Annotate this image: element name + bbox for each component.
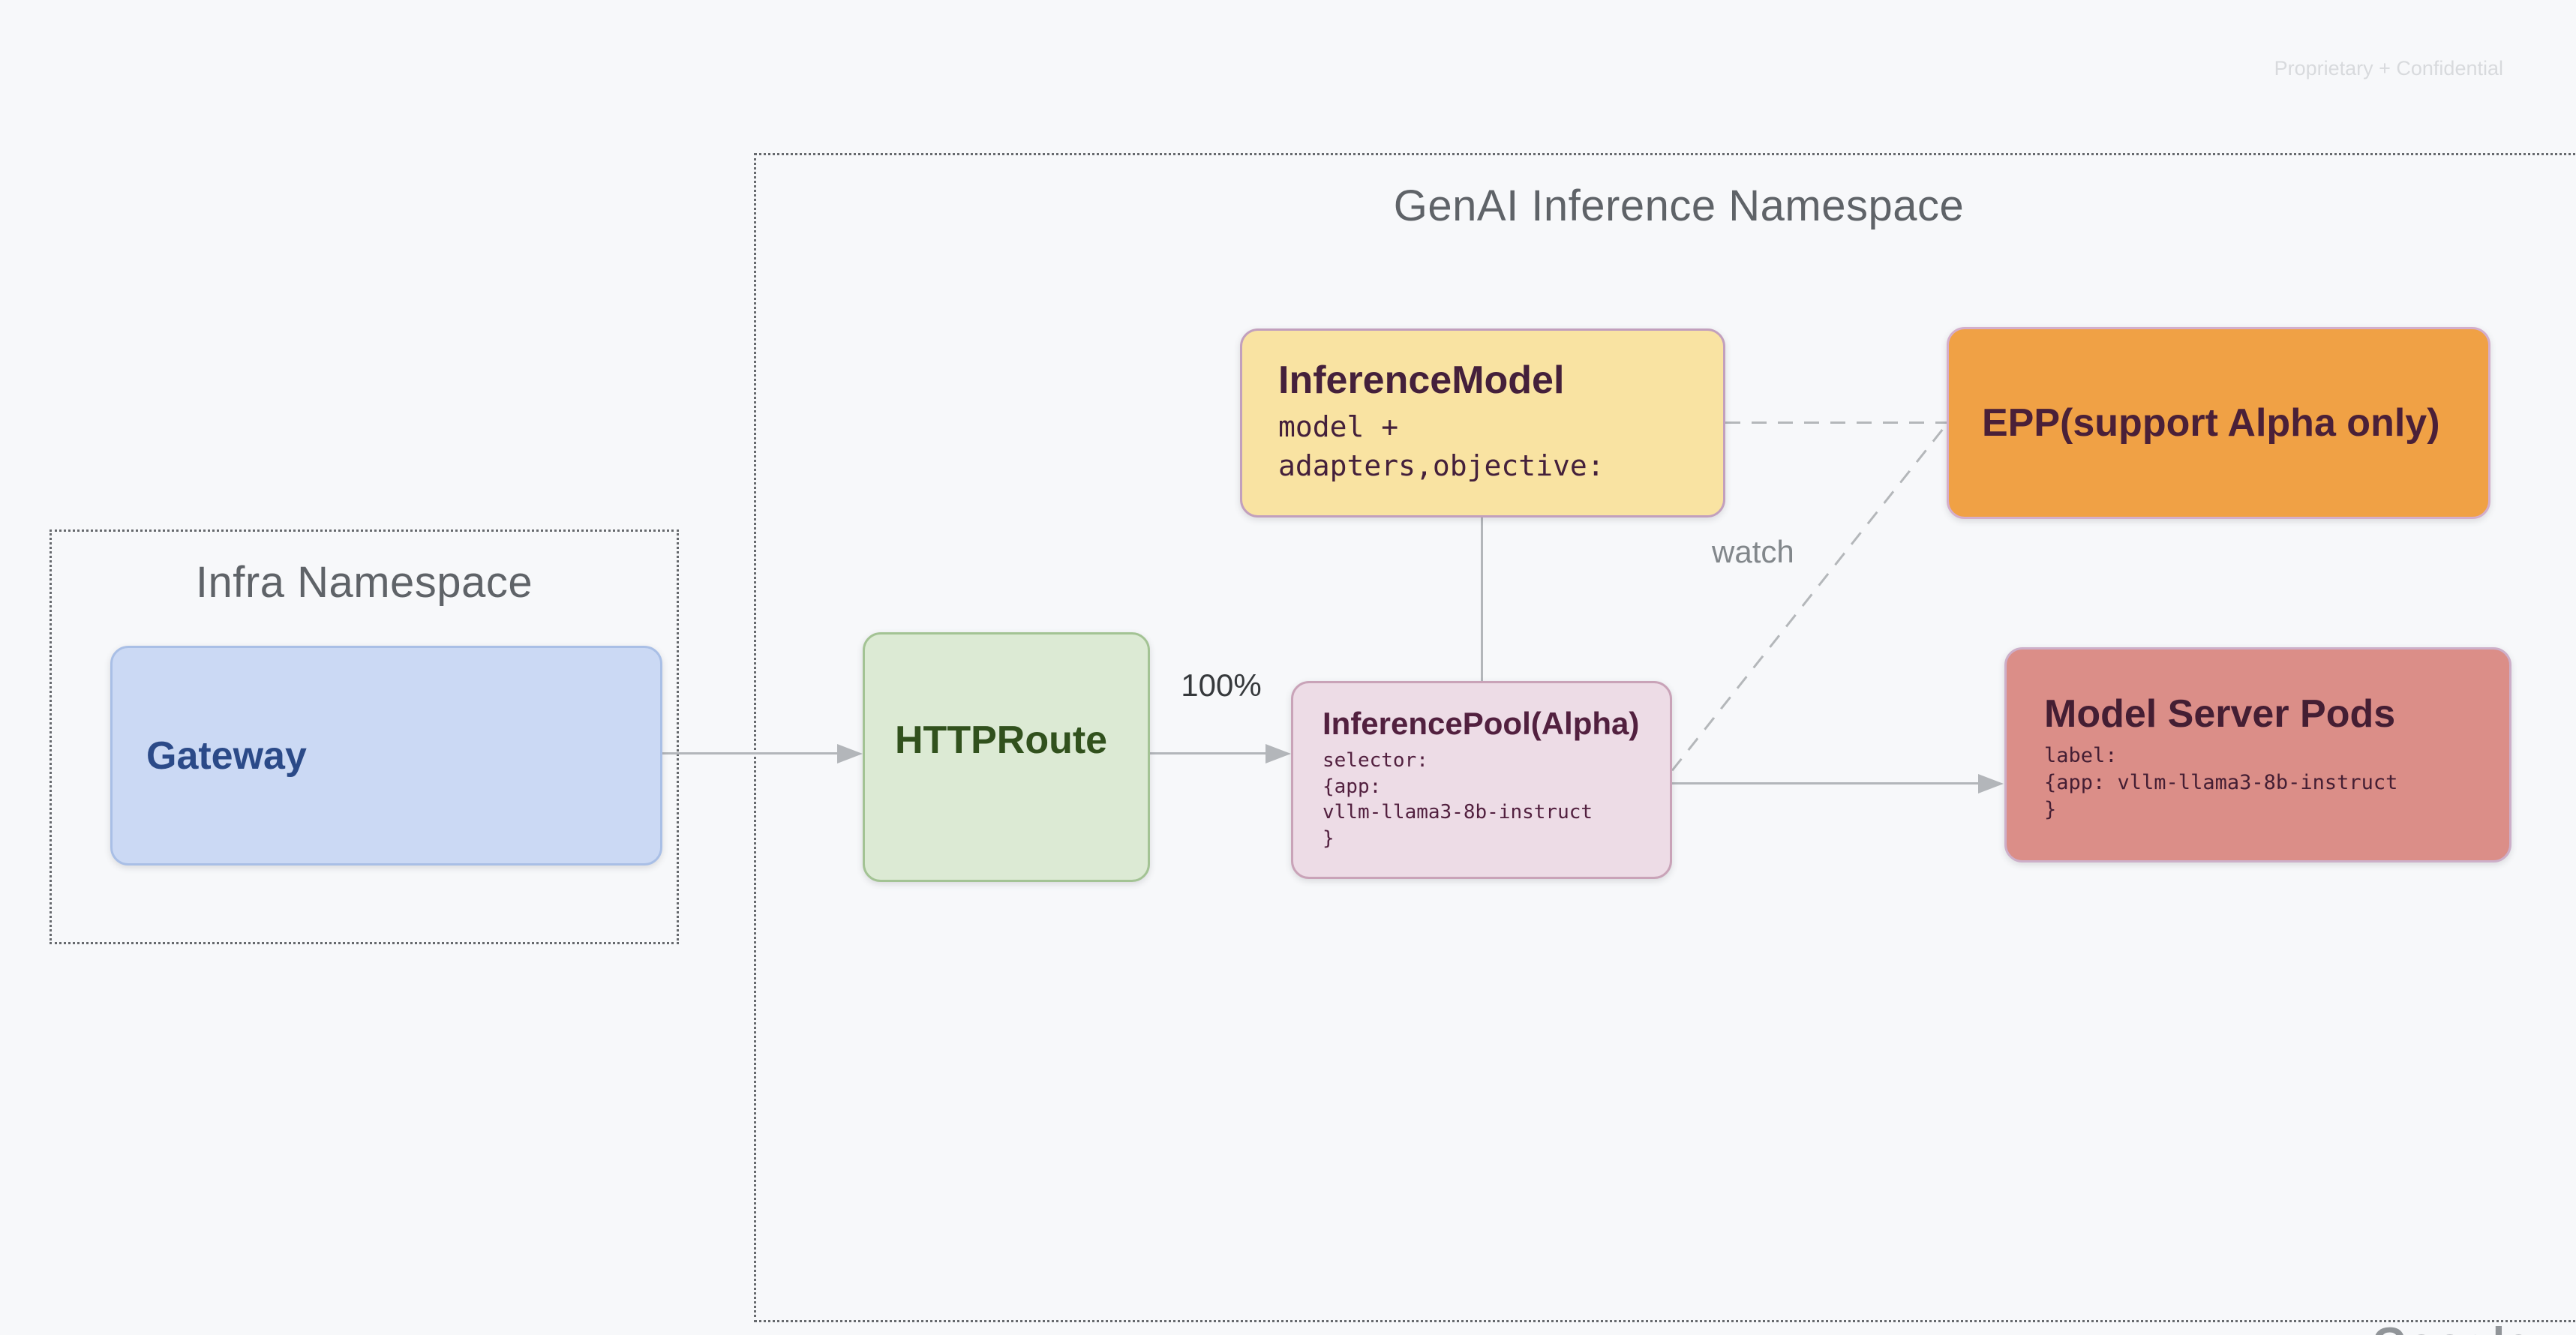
inferencemodel-node: InferenceModel model + adapters,objectiv… (1240, 328, 1725, 518)
edge-inferencemodel-to-inferencepool (1481, 518, 1483, 681)
arrowhead-gateway-to-httproute (837, 744, 863, 764)
genai-namespace-title: GenAI Inference Namespace (1393, 182, 1965, 230)
traffic-percent-label: 100% (1181, 668, 1262, 703)
infra-namespace-box: Infra Namespace (50, 530, 679, 944)
inferencemodel-node-title: InferenceModel (1278, 358, 1565, 402)
edge-httproute-to-inferencepool (1150, 752, 1266, 754)
google-logo-partial: Google (2372, 1318, 2532, 1335)
genai-inference-namespace-box: GenAI Inference Namespace (754, 153, 2576, 1322)
arrowhead-httproute-to-inferencepool (1265, 744, 1291, 764)
confidential-note: Proprietary + Confidential (2274, 57, 2503, 80)
gateway-node: Gateway (110, 646, 662, 866)
watch-label: watch (1712, 534, 1794, 569)
epp-node-title: EPP(support Alpha only) (1982, 401, 2440, 445)
dashed-edge-inferencemodel-to-epp (1725, 422, 1947, 424)
modelserverpods-node: Model Server Pods label: {app: vllm-llam… (2004, 647, 2511, 862)
gateway-node-title: Gateway (146, 734, 307, 778)
edge-gateway-to-httproute (662, 752, 838, 754)
inferencepool-node-selector: selector: {app: vllm-llama3-8b-instruct … (1323, 749, 1593, 850)
infra-namespace-title: Infra Namespace (195, 558, 533, 607)
modelserverpods-node-title: Model Server Pods (2044, 692, 2396, 736)
inferencepool-node-title: InferencePool(Alpha) (1323, 706, 1640, 741)
modelserverpods-node-label-spec: label: {app: vllm-llama3-8b-instruct } (2044, 744, 2398, 821)
inferencemodel-node-spec: model + adapters,objective: (1278, 410, 1605, 483)
httproute-node-title: HTTPRoute (895, 718, 1108, 762)
inferencepool-node: InferencePool(Alpha) selector: {app: vll… (1291, 681, 1672, 879)
httproute-node: HTTPRoute (863, 632, 1150, 882)
edge-inferencepool-to-modelserverpods (1672, 782, 1979, 784)
epp-node: EPP(support Alpha only) (1947, 327, 2490, 519)
arrowhead-inferencepool-to-modelserverpods (1978, 774, 2004, 794)
